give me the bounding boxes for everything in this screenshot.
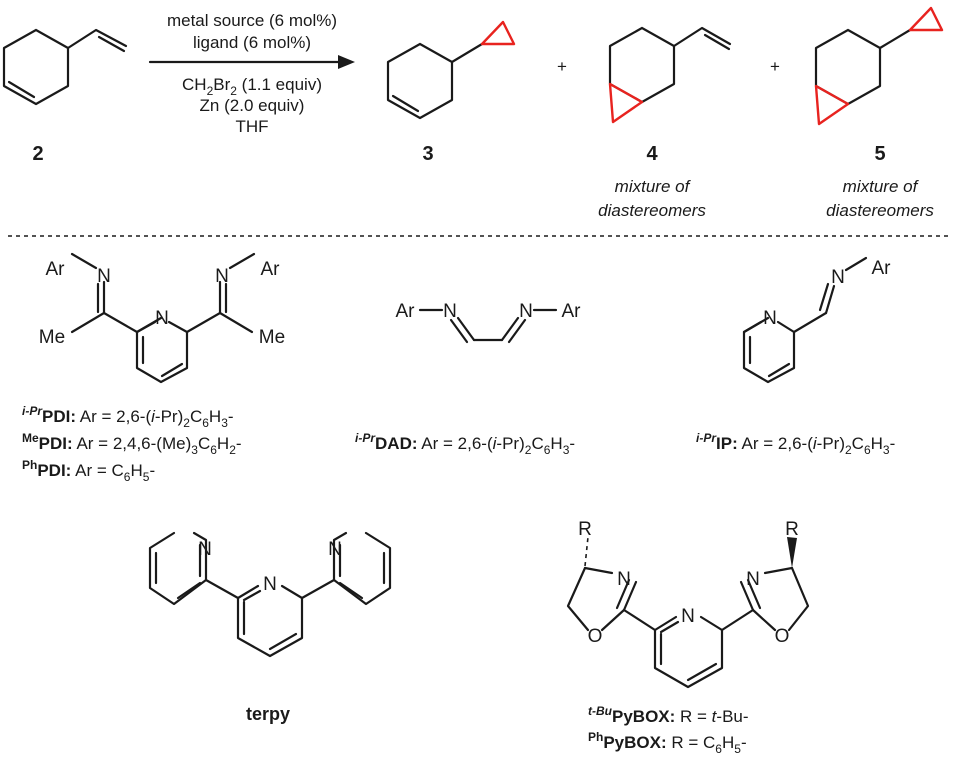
dad-atom-ar-right: Ar xyxy=(562,301,582,322)
ip-atom-n-imine: N xyxy=(831,267,845,288)
pybox-atom-n-right: N xyxy=(746,569,760,590)
pdi-atom-n-pyridine: N xyxy=(155,308,169,329)
pdi-caption-ipr: i-PrPDI: Ar = 2,6-(i-Pr)2C6H3- xyxy=(22,404,234,430)
pybox-atom-r-left: R xyxy=(578,519,592,540)
pdi-atom-n-right: N xyxy=(215,266,229,287)
terpy-atom-n-right: N xyxy=(328,539,342,560)
dad-ligand-structure xyxy=(418,308,558,344)
ip-atom-ar: Ar xyxy=(872,258,892,279)
pdi-atom-ar-left: Ar xyxy=(46,259,66,280)
compound-4-note-line1: mixture of xyxy=(615,177,692,196)
pybox-atom-n-pyridine: N xyxy=(681,606,695,627)
ip-caption: i-PrIP: Ar = 2,6-(i-Pr)2C6H3- xyxy=(696,431,895,457)
compound-3-structure xyxy=(386,20,516,120)
pdi-atom-me-left: Me xyxy=(39,327,65,348)
compound-2-structure xyxy=(2,28,128,106)
compound-4-note-line2: diastereomers xyxy=(598,201,706,220)
dad-atom-ar-left: Ar xyxy=(396,301,416,322)
plus-sign-1: + xyxy=(557,57,567,76)
compound-5-structure xyxy=(814,6,944,126)
dad-atom-n-left: N xyxy=(443,301,457,322)
pdi-atom-ar-right: Ar xyxy=(261,259,281,280)
condition-metal-source: metal source (6 mol%) xyxy=(167,11,337,30)
pybox-atom-o-right: O xyxy=(775,626,790,647)
pybox-caption-tbu: t-BuPyBOX: R = t-Bu- xyxy=(588,704,749,726)
pybox-atom-o-left: O xyxy=(588,626,603,647)
compound-2-label: 2 xyxy=(32,143,43,165)
compound-5-note-line2: diastereomers xyxy=(826,201,934,220)
condition-ligand: ligand (6 mol%) xyxy=(193,33,311,52)
pdi-atom-me-right: Me xyxy=(259,327,285,348)
pdi-ligand-structure xyxy=(70,252,256,384)
terpy-caption: terpy xyxy=(246,704,290,724)
pybox-caption-ph: PhPyBOX: R = C6H5- xyxy=(588,730,747,756)
compound-4-structure xyxy=(608,26,732,124)
pybox-atom-r-right: R xyxy=(785,519,799,540)
ip-atom-n-pyridine: N xyxy=(763,308,777,329)
pybox-atom-n-left: N xyxy=(617,569,631,590)
pdi-caption-ph: PhPDI: Ar = C6H5- xyxy=(22,458,155,484)
condition-solvent: THF xyxy=(235,117,268,136)
compound-5-label: 5 xyxy=(874,143,885,165)
pdi-atom-n-left: N xyxy=(97,266,111,287)
terpy-ligand-structure xyxy=(148,531,392,658)
compound-5-note-line1: mixture of xyxy=(843,177,920,196)
reaction-arrow xyxy=(148,55,355,69)
condition-ch2br2: CH2Br2 (1.1 equiv) xyxy=(182,75,322,98)
condition-zinc: Zn (2.0 equiv) xyxy=(200,96,305,115)
dad-caption: i-PrDAD: Ar = 2,6-(i-Pr)2C6H3- xyxy=(355,431,575,457)
dad-atom-n-right: N xyxy=(519,301,533,322)
terpy-atom-n-left: N xyxy=(198,539,212,560)
compound-4-label: 4 xyxy=(646,143,658,165)
terpy-atom-n-center: N xyxy=(263,574,277,595)
pybox-ligand-structure xyxy=(566,536,810,689)
plus-sign-2: + xyxy=(770,57,780,76)
pdi-caption-me: MePDI: Ar = 2,4,6-(Me)3C6H2- xyxy=(22,431,242,457)
ip-ligand-structure xyxy=(742,256,868,384)
compound-3-label: 3 xyxy=(422,143,433,165)
